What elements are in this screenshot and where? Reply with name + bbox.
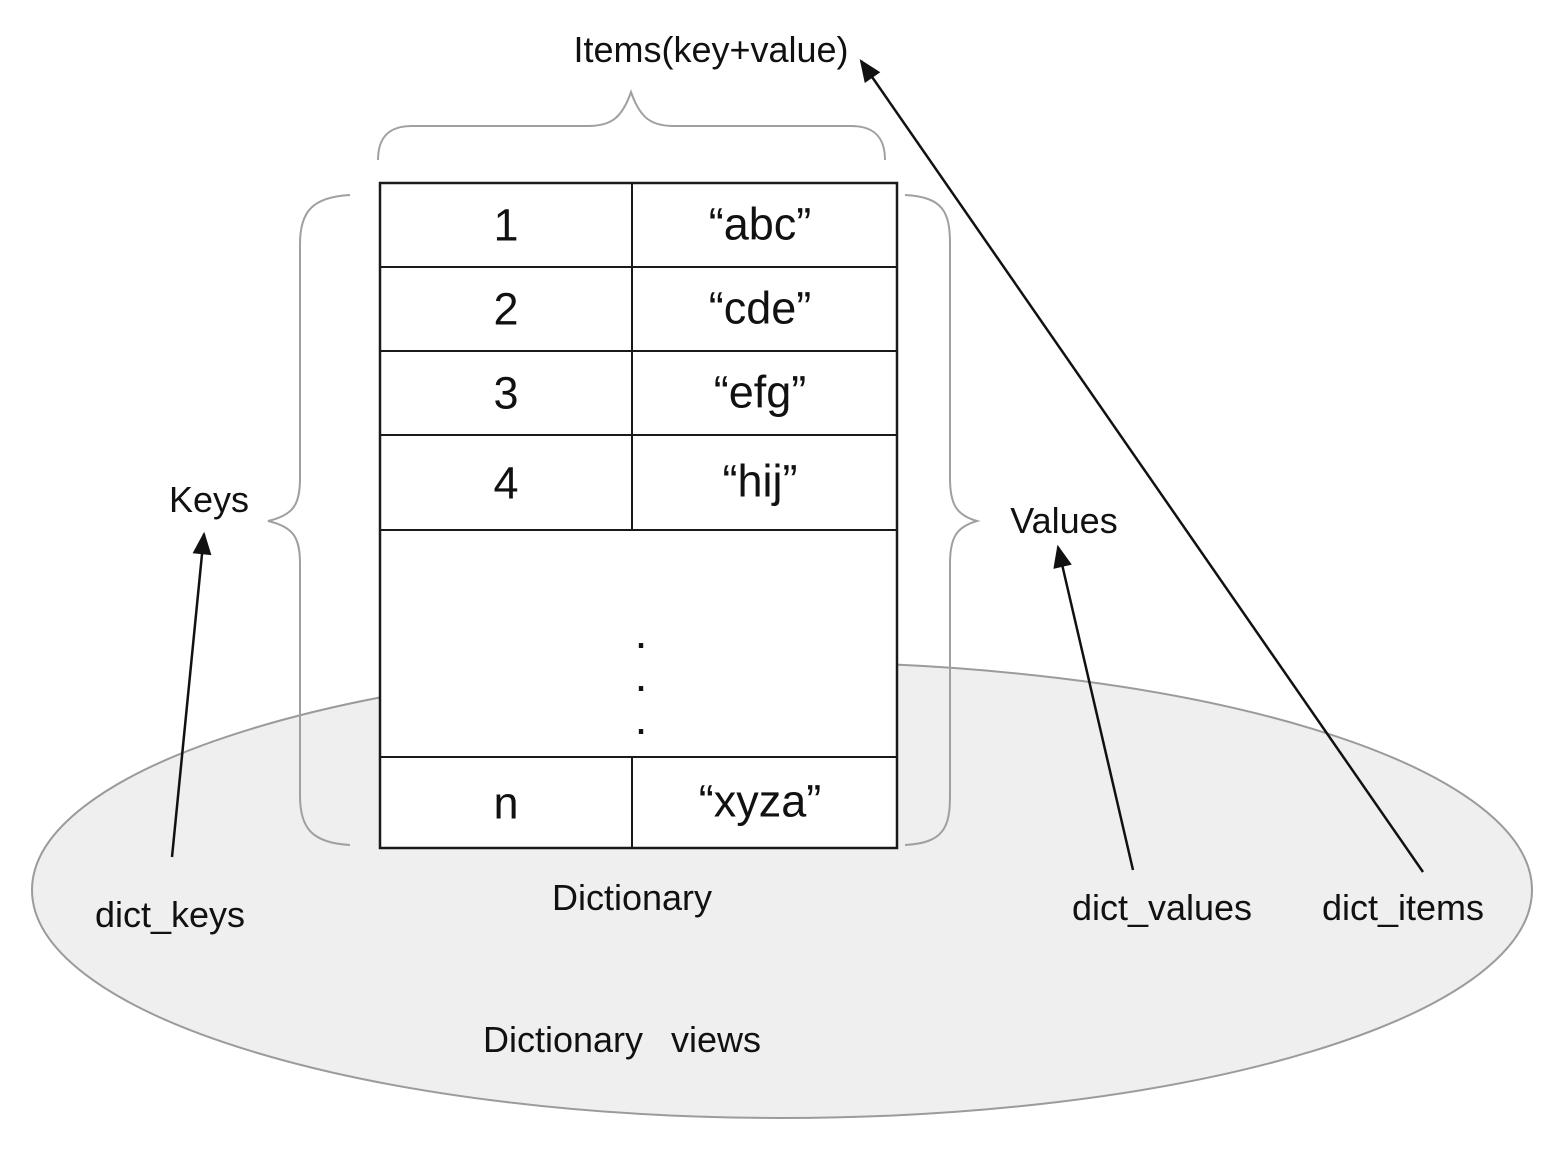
dict-items-arrow: [859, 59, 1425, 873]
dict-items-label: dict_items: [1322, 887, 1484, 928]
table-outline: [378, 181, 899, 850]
key-cell-text: 2: [493, 284, 518, 335]
dictionary-views-label: Dictionary views: [483, 1019, 761, 1060]
dict-values-label: dict_values: [1072, 887, 1252, 928]
values-brace: [904, 194, 981, 846]
value-cell-text: “cde”: [709, 283, 812, 334]
value-cell-text: “efg”: [714, 367, 807, 418]
key-cell-text: 1: [493, 200, 518, 251]
keys-brace: [267, 194, 351, 846]
key-cell-text: n: [493, 778, 518, 829]
ellipsis-dot: .: [635, 649, 648, 701]
items-label: Items(key+value): [573, 29, 848, 70]
items-brace: [377, 88, 886, 161]
value-cell-text: “hij”: [723, 456, 798, 507]
dict-values-arrow: [1053, 544, 1135, 871]
value-cell-text: “xyza”: [699, 776, 822, 827]
ellipsis-dot: .: [635, 692, 648, 744]
dictionary-label: Dictionary: [552, 877, 712, 918]
dict-keys-label: dict_keys: [95, 894, 245, 935]
key-cell-text: 3: [493, 368, 518, 419]
dictionary-table: 1 “abc” 2 “cde” 3 “efg” 4 “hij” . . . n …: [378, 181, 899, 850]
ellipsis-dots: . . .: [635, 606, 648, 744]
keys-label: Keys: [169, 479, 249, 520]
value-cell-text: “abc”: [709, 199, 812, 250]
key-cell-text: 4: [493, 458, 518, 509]
values-label: Values: [1010, 500, 1117, 541]
dict-keys-arrow: [170, 531, 212, 858]
ellipsis-dot: .: [635, 606, 648, 658]
